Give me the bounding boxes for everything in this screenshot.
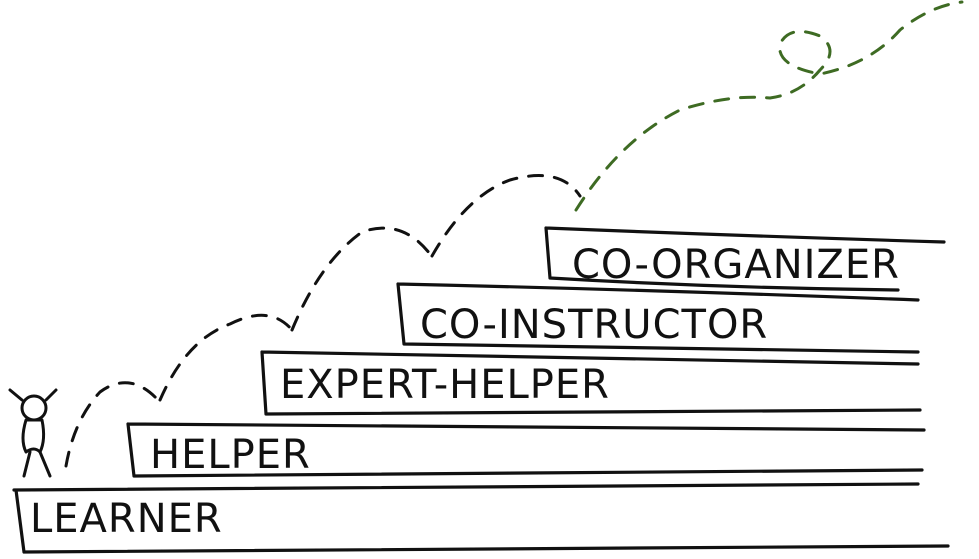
step-helper: HELPER xyxy=(126,422,926,478)
step-co-instructor-outline xyxy=(396,282,920,354)
future-path xyxy=(574,0,964,212)
step-expert-helper: EXPERT-HELPER xyxy=(260,350,922,416)
step-co-organizer: CO-ORGANIZER xyxy=(544,226,946,292)
stick-figure xyxy=(8,388,58,478)
step-expert-helper-label: EXPERT-HELPER xyxy=(280,362,610,408)
step-co-organizer-label: CO-ORGANIZER xyxy=(572,242,900,288)
step-co-instructor-label: CO-INSTRUCTOR xyxy=(420,302,768,348)
figure-arms xyxy=(8,388,58,402)
step-expert-helper-outline xyxy=(260,350,922,416)
step-co-instructor: CO-INSTRUCTOR xyxy=(396,282,920,354)
hop-path xyxy=(64,174,582,468)
step-helper-outline xyxy=(126,422,926,478)
step-learner: LEARNER xyxy=(12,482,950,554)
figure-head xyxy=(20,394,48,422)
step-helper-label: HELPER xyxy=(150,432,311,478)
step-learner-outline xyxy=(12,482,950,554)
step-learner-label: LEARNER xyxy=(30,496,223,542)
step-co-organizer-outline xyxy=(544,226,946,292)
figure-body xyxy=(21,418,46,454)
figure-legs xyxy=(22,450,52,478)
